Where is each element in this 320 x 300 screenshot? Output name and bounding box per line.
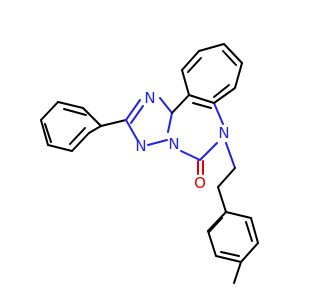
molecule-canvas: N N N N O xyxy=(40,43,259,284)
atom-n-benzyl: N xyxy=(218,124,229,142)
phenyl-ring xyxy=(40,101,102,152)
benzo-ring xyxy=(181,43,243,104)
quinazolinone-ring xyxy=(171,94,224,161)
atom-n-top: N xyxy=(144,89,155,107)
tolyl-ring xyxy=(207,186,259,263)
structure-diagram: N N N N O xyxy=(40,43,259,284)
methyl-bond xyxy=(233,261,242,284)
ch2-aryl-bond xyxy=(217,167,236,188)
atom-n-bridge: N xyxy=(168,135,179,153)
triazole-ring xyxy=(125,97,173,146)
phenyl-triazole-bond xyxy=(100,119,127,127)
n-ch2-bond xyxy=(225,142,236,169)
atom-o-carbonyl: O xyxy=(194,174,206,192)
atom-n-left: N xyxy=(135,137,146,155)
carbonyl-group xyxy=(197,160,204,175)
